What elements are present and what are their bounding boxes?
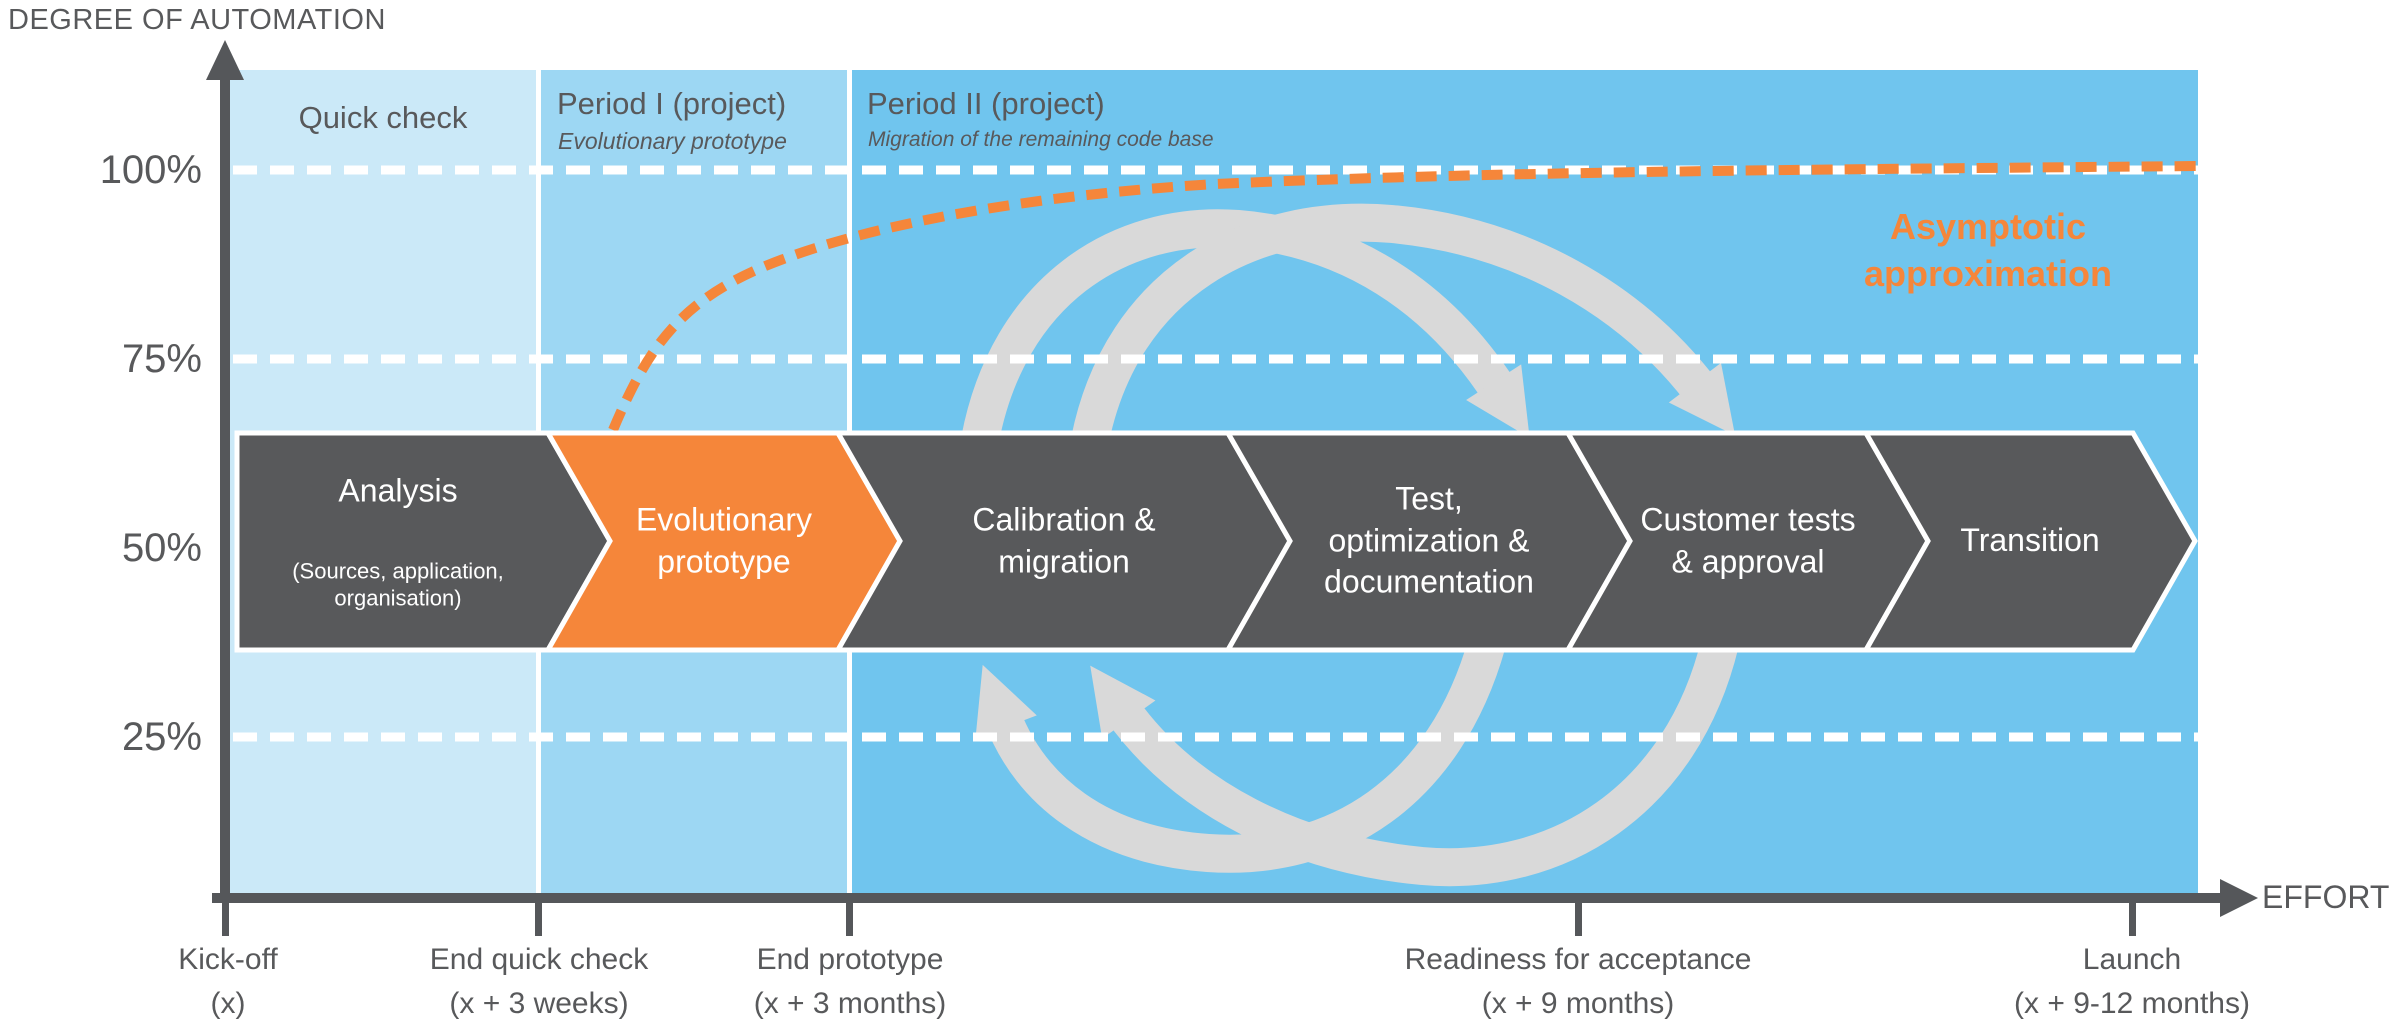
tick-end-prototype (846, 903, 853, 936)
x-axis-line (212, 893, 2226, 903)
chevron-transition (1861, 430, 2198, 653)
band-title-quick-check: Quick check (298, 100, 468, 135)
band-title-period-1: Period I (project) (557, 86, 787, 121)
axes (206, 40, 2258, 936)
tick-launch (2129, 903, 2136, 936)
y-tick-100: 100% (99, 148, 202, 192)
asymptotic-curve (608, 161, 2199, 432)
step-label-evolutionary-prototype: Evolutionary prototype (635, 501, 813, 579)
x-tick-end-prototype: End prototype (x + 3 months) (753, 943, 947, 1020)
backward-loops (975, 637, 1739, 887)
tick-kick-off (222, 903, 229, 936)
band-subtitle-period-1: Evolutionary prototype (558, 128, 787, 154)
step-label-calibration-migration: Calibration & migration (972, 501, 1156, 579)
tick-readiness (1575, 903, 1582, 936)
band-subtitle-period-2: Migration of the remaining code base (868, 128, 1214, 151)
tick-end-quick-check (535, 903, 542, 936)
process-chevrons (234, 430, 2198, 653)
gridlines (233, 165, 2198, 742)
y-axis-arrowhead (206, 40, 244, 80)
backward-loop-arc-2 (1090, 638, 1739, 887)
step-label-transition: Transition (1960, 522, 2100, 559)
step-title: Analysis (338, 471, 458, 508)
step-subtitle: (Sources, application, organisation) (292, 558, 504, 611)
x-tick-kick-off: Kick-off (x) (178, 943, 278, 1020)
step-label-customer-tests: Customer tests & approval (1640, 501, 1856, 579)
x-axis-title: EFFORT (2262, 879, 2390, 915)
backward-loop-arc-1 (975, 637, 1506, 873)
step-label-test-optimization: Test, optimization & documentation (1324, 480, 1534, 600)
y-tick-75: 75% (121, 337, 202, 381)
x-tick-end-quick-check: End quick check (x + 3 weeks) (429, 943, 649, 1020)
x-tick-launch: Launch (x + 9-12 months) (2014, 943, 2250, 1020)
asymptotic-annotation: Asymptotic approximation (1863, 206, 2113, 294)
x-axis-arrowhead (2220, 879, 2258, 917)
forward-loop-arc-2 (1071, 203, 1736, 444)
y-axis-line (220, 74, 230, 902)
forward-loops (961, 203, 1736, 444)
band-title-period-2: Period II (project) (867, 86, 1105, 121)
y-tick-50: 50% (121, 526, 202, 570)
y-axis-title: DEGREE OF AUTOMATION (8, 4, 386, 36)
x-axis-ticks (222, 903, 2136, 936)
step-label-analysis: Analysis (Sources, application, organisa… (292, 428, 504, 653)
y-tick-25: 25% (121, 715, 202, 759)
x-tick-readiness: Readiness for acceptance (x + 9 months) (1404, 943, 1752, 1020)
